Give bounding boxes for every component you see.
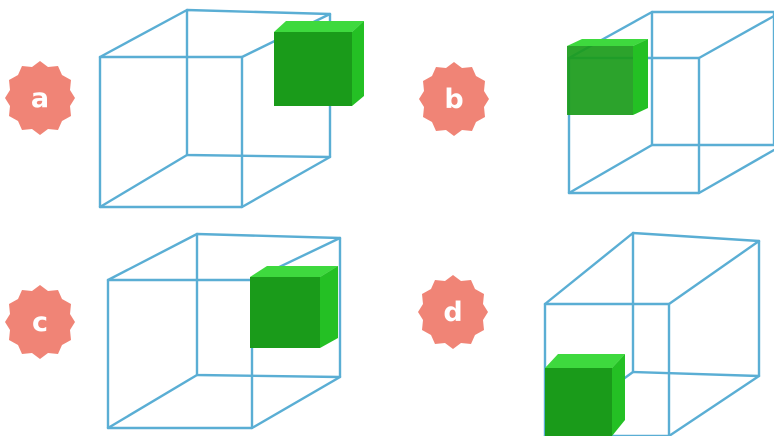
box-c-edge — [250, 375, 342, 430]
cube-d-front — [545, 368, 612, 436]
cube-d-side — [612, 354, 625, 436]
option-a: a — [5, 8, 364, 209]
cube-c-front — [250, 277, 320, 348]
box-a-edge — [240, 155, 332, 209]
badge-b[interactable]: b — [419, 62, 489, 136]
badge-b-label: b — [444, 84, 463, 115]
badge-c-shape — [5, 285, 75, 359]
box-d-edge — [667, 374, 761, 436]
box-a-front-face — [98, 55, 244, 209]
badge-c-label: c — [32, 307, 48, 338]
badge-d[interactable]: d — [418, 275, 488, 349]
cube-b-top — [567, 39, 648, 46]
badge-d-shape — [418, 275, 488, 349]
cube-a-front — [274, 32, 352, 106]
box-a-edge — [98, 8, 189, 59]
green-cube-a — [274, 21, 364, 106]
badge-c[interactable]: c — [5, 285, 75, 359]
box-a-edge — [98, 153, 189, 209]
green-cube-c — [250, 266, 338, 348]
badge-a-label: a — [31, 83, 49, 114]
box-c-edge — [106, 373, 199, 430]
green-cube-d — [545, 354, 625, 436]
box-d-edge — [543, 231, 635, 306]
badge-a[interactable]: a — [5, 61, 75, 135]
option-c: c — [5, 232, 342, 430]
cube-b-front — [567, 46, 633, 115]
cube-b-side — [633, 39, 648, 115]
badge-b-shape — [419, 62, 489, 136]
box-c-edge — [106, 232, 199, 282]
box-b-front-face — [650, 10, 774, 147]
cube-a-top — [274, 21, 364, 32]
green-cube-b — [567, 39, 648, 115]
box-b-edge — [697, 148, 774, 195]
cube-a-side — [352, 21, 364, 106]
box-b-edge — [697, 14, 774, 60]
cube-c-top — [250, 266, 338, 277]
cube-d-top — [545, 354, 625, 368]
box-b-edge — [567, 143, 654, 195]
option-d: d — [418, 231, 761, 436]
badge-d-label: d — [443, 297, 462, 328]
option-b: b — [419, 10, 774, 195]
box-d-edge — [667, 239, 761, 306]
cube-c-side — [320, 266, 338, 348]
badge-a-shape — [5, 61, 75, 135]
box-c-front-face — [106, 278, 254, 430]
